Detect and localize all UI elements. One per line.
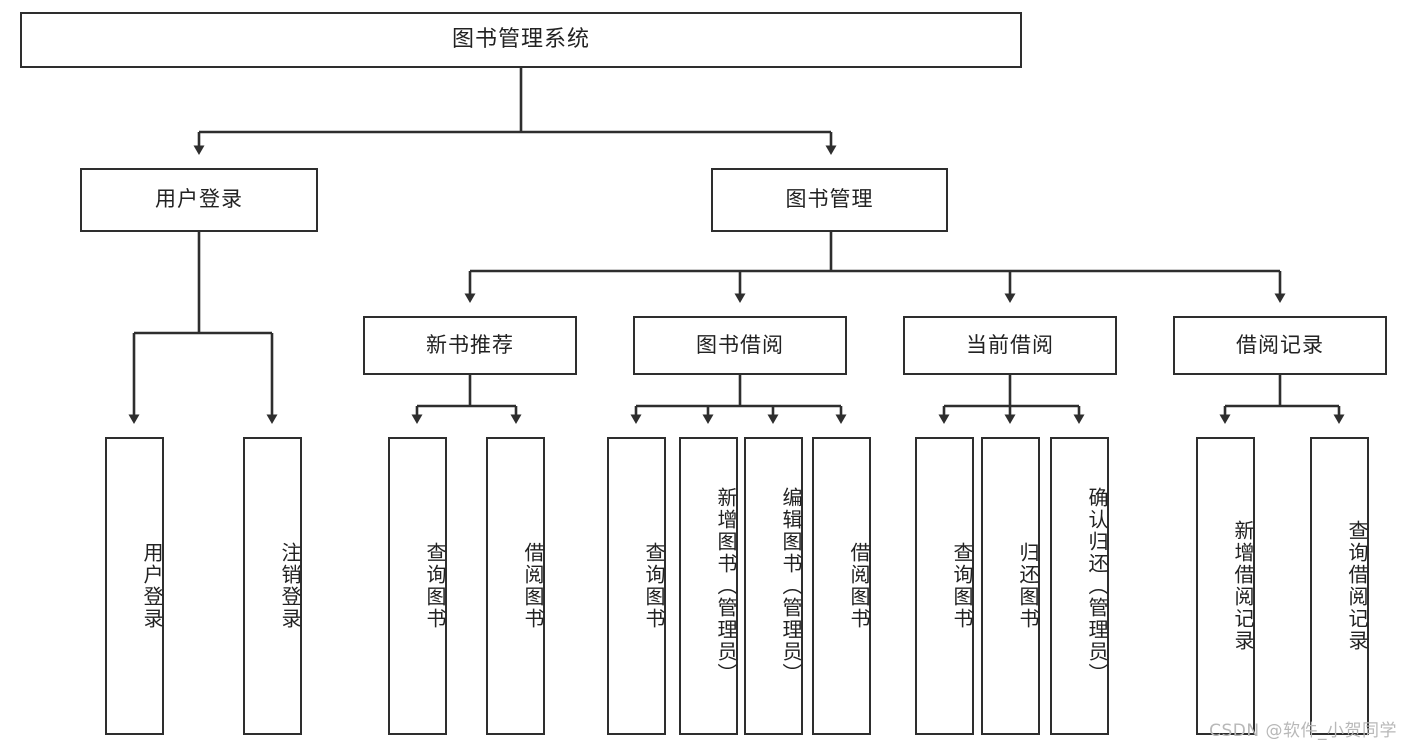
node-leaf-edit-book[interactable]: 编辑图书（管理员） bbox=[744, 437, 803, 735]
node-book-borrow[interactable]: 图书借阅 bbox=[633, 316, 847, 375]
node-leaf-add-record-label: 新增借阅记录 bbox=[1231, 520, 1255, 652]
node-leaf-query-book-1-label: 查询图书 bbox=[423, 542, 447, 630]
node-root-label: 图书管理系统 bbox=[451, 26, 590, 52]
node-leaf-query-book-1[interactable]: 查询图书 bbox=[388, 437, 447, 735]
node-book-borrow-label: 图书借阅 bbox=[696, 332, 784, 357]
node-borrow-record-label: 借阅记录 bbox=[1236, 332, 1324, 357]
node-user-login[interactable]: 用户登录 bbox=[80, 168, 318, 232]
node-leaf-logout[interactable]: 注销登录 bbox=[243, 437, 302, 735]
node-leaf-borrow-book-2-label: 借阅图书 bbox=[847, 542, 871, 630]
node-leaf-borrow-book-1-label: 借阅图书 bbox=[521, 542, 545, 630]
node-book-manage-label: 图书管理 bbox=[785, 187, 874, 212]
node-leaf-query-record[interactable]: 查询借阅记录 bbox=[1310, 437, 1369, 735]
node-leaf-add-book[interactable]: 新增图书（管理员） bbox=[679, 437, 738, 735]
node-borrow-record[interactable]: 借阅记录 bbox=[1173, 316, 1387, 375]
node-leaf-borrow-book-1[interactable]: 借阅图书 bbox=[486, 437, 545, 735]
node-leaf-user-login[interactable]: 用户登录 bbox=[105, 437, 164, 735]
watermark: CSDN @软件_小贺同学 bbox=[1209, 721, 1397, 741]
node-leaf-query-book-2-label: 查询图书 bbox=[642, 542, 666, 630]
node-leaf-query-record-label: 查询借阅记录 bbox=[1345, 520, 1369, 652]
node-leaf-borrow-book-2[interactable]: 借阅图书 bbox=[812, 437, 871, 735]
node-leaf-add-book-label: 新增图书（管理员） bbox=[714, 487, 738, 685]
node-leaf-query-book-3-label: 查询图书 bbox=[950, 542, 974, 630]
node-leaf-user-login-label: 用户登录 bbox=[140, 542, 164, 630]
node-user-login-label: 用户登录 bbox=[155, 187, 243, 212]
node-leaf-confirm-return-label: 确认归还（管理员） bbox=[1085, 487, 1109, 685]
node-leaf-logout-label: 注销登录 bbox=[278, 542, 302, 630]
node-leaf-query-book-3[interactable]: 查询图书 bbox=[915, 437, 974, 735]
node-current-borrow[interactable]: 当前借阅 bbox=[903, 316, 1117, 375]
node-leaf-query-book-2[interactable]: 查询图书 bbox=[607, 437, 666, 735]
node-current-borrow-label: 当前借阅 bbox=[966, 332, 1054, 357]
node-leaf-return-book[interactable]: 归还图书 bbox=[981, 437, 1040, 735]
node-leaf-confirm-return[interactable]: 确认归还（管理员） bbox=[1050, 437, 1109, 735]
node-leaf-return-book-label: 归还图书 bbox=[1016, 542, 1040, 630]
node-book-manage[interactable]: 图书管理 bbox=[711, 168, 948, 232]
node-root[interactable]: 图书管理系统 bbox=[20, 12, 1022, 68]
node-leaf-edit-book-label: 编辑图书（管理员） bbox=[779, 487, 803, 685]
node-new-book-recommend-label: 新书推荐 bbox=[426, 332, 514, 357]
node-leaf-add-record[interactable]: 新增借阅记录 bbox=[1196, 437, 1255, 735]
node-new-book-recommend[interactable]: 新书推荐 bbox=[363, 316, 577, 375]
